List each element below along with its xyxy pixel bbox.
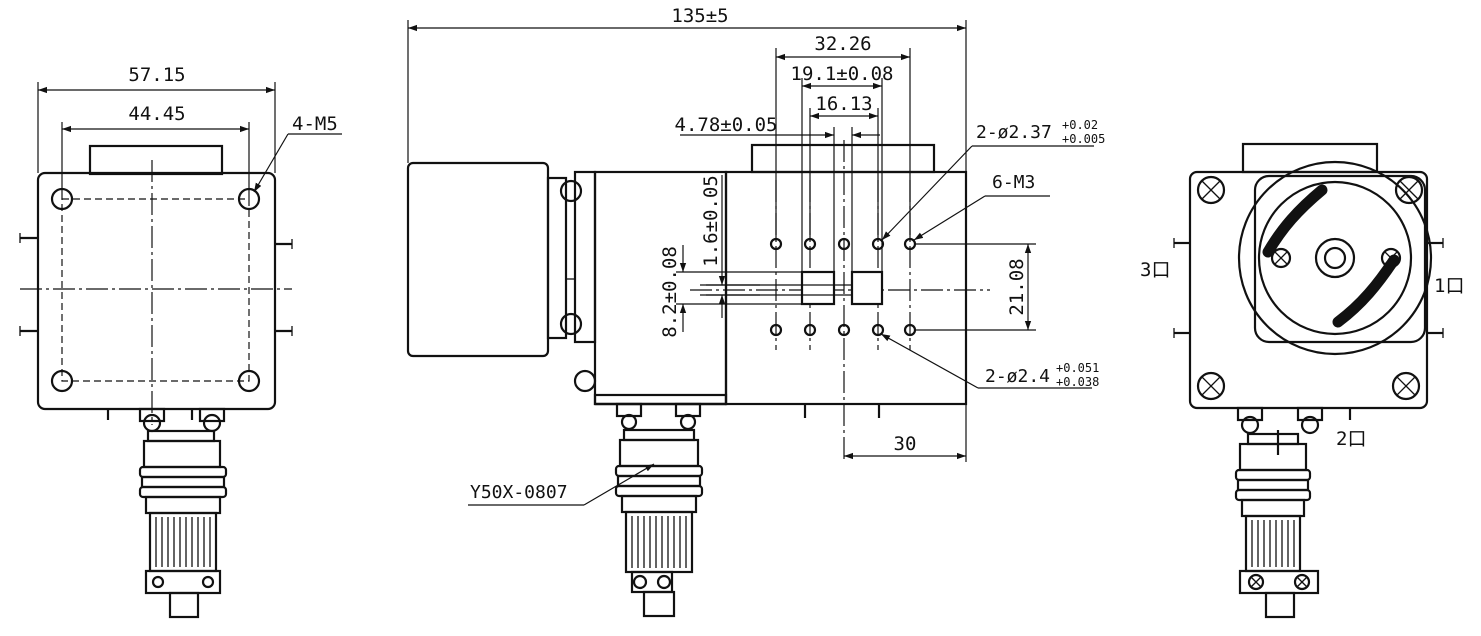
side-view: 135±5 32.26 19.1±0.08 16.13 4.78±0.05 <box>406 5 1105 618</box>
dim-overall-length: 135±5 <box>671 5 728 27</box>
dim-hole-spacing-a: 19.1±0.08 <box>791 63 894 85</box>
dim-hole-spacing-b: 16.13 <box>815 93 872 115</box>
rear-rotor-inner <box>1257 180 1413 336</box>
label-pin-hole-top: 2-ø2.37 <box>976 122 1052 143</box>
side-hole-centerlines <box>690 140 990 460</box>
label-pin-hole-bottom-tol-lower: +0.038 <box>1056 375 1099 389</box>
front-mount-holes <box>50 187 261 393</box>
dim-offset-a: 4.78±0.05 <box>675 114 778 136</box>
rear-corner-screws <box>1196 175 1424 401</box>
side-motor-flange <box>546 176 568 340</box>
label-port-2: 2口 <box>1336 428 1366 450</box>
side-top-boss <box>750 143 936 174</box>
rear-top-boss <box>1241 142 1379 174</box>
front-top-boss <box>88 144 224 176</box>
label-port-3: 3口 <box>1140 259 1170 281</box>
label-pin-hole-top-tol-upper: +0.02 <box>1062 118 1098 132</box>
dim-side-length: 30 <box>894 433 917 455</box>
side-switch-body <box>724 170 968 406</box>
rear-side-pins <box>1173 238 1444 338</box>
rear-hub <box>1314 237 1356 279</box>
front-connector <box>138 429 228 619</box>
label-thread-holes: 6-M3 <box>992 172 1035 193</box>
side-dimensions: 135±5 32.26 19.1±0.08 16.13 4.78±0.05 <box>407 5 1105 506</box>
label-pin-hole-top-tol-lower: +0.005 <box>1062 132 1105 146</box>
label-pin-hole-bottom: 2-ø2.4 <box>985 366 1050 387</box>
dim-front-hole-pitch: 44.45 <box>128 103 185 125</box>
front-view: 57.15 44.45 4-M5 <box>19 64 342 619</box>
front-bottom-screws <box>106 407 226 433</box>
rear-rotor-outer <box>1237 160 1433 356</box>
side-motor <box>406 161 550 358</box>
rear-fiber-arc-lower <box>1332 254 1400 328</box>
label-front-holes: 4-M5 <box>292 113 338 135</box>
dim-front-width: 57.15 <box>128 64 185 86</box>
front-hidden-square <box>61 198 250 382</box>
rear-view: 3口 1口 2口 <box>1140 142 1464 619</box>
dim-hole-span: 32.26 <box>814 33 871 55</box>
side-holes-bottom-row <box>769 323 917 337</box>
side-window-left <box>800 270 836 306</box>
dim-vertical-b: 8.2±0.08 <box>659 246 681 338</box>
rear-connector <box>1234 430 1320 619</box>
side-holes-top-row <box>769 237 917 251</box>
rear-fiber-arc-upper <box>1262 184 1328 258</box>
label-port-1: 1口 <box>1434 275 1464 297</box>
label-connector: Y50X-0807 <box>470 482 568 503</box>
side-connector <box>614 428 704 618</box>
label-pin-hole-bottom-tol-upper: +0.051 <box>1056 361 1099 375</box>
front-body <box>36 171 277 411</box>
side-window-right <box>850 270 884 306</box>
dim-vertical-a: 1.6±0.05 <box>700 175 722 267</box>
rear-flange <box>1253 174 1427 344</box>
dim-row-spacing: 21.08 <box>1006 258 1028 315</box>
front-dimensions: 57.15 44.45 4-M5 <box>37 64 342 199</box>
front-side-pins <box>19 233 293 336</box>
